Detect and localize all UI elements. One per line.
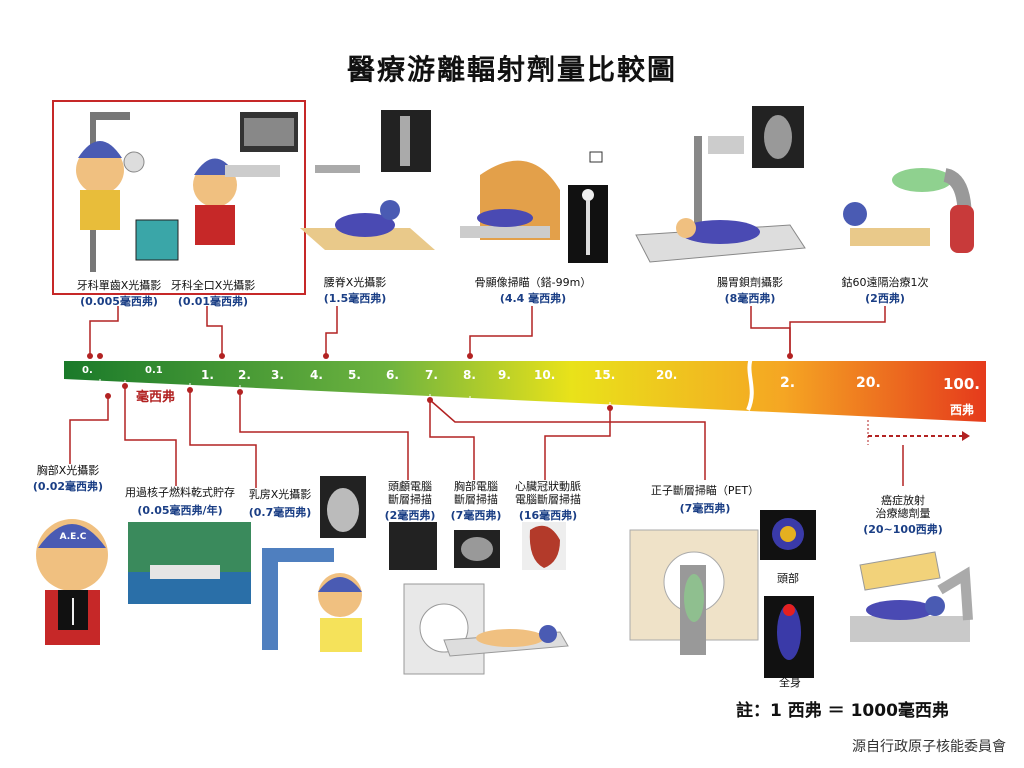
bone-scan-illustration (460, 151, 608, 263)
pet-body-label: 全身 (779, 676, 801, 689)
top-item-dose: (8毫西弗) (724, 292, 776, 305)
scale-tick-0-1: 0.1 (145, 365, 163, 376)
top-connector-dots (87, 353, 793, 359)
dental-xray-illustration (76, 112, 179, 272)
scale-tick-sv-2: 2. (780, 375, 796, 391)
scale-tick-1: 1. (201, 368, 214, 382)
msv-unit-label: 毫西弗 (136, 390, 176, 405)
scale-tick-5: 5. (348, 368, 361, 382)
bottom-item-label: 癌症放射 (881, 494, 925, 507)
source-credit: 源自行政原子核能委員會 (852, 739, 1006, 755)
top-item-label: 鈷60遠隔治療1次 (841, 276, 929, 289)
top-item-label: 腸胃鋇劑攝影 (717, 276, 783, 289)
bottom-item-label: 頭顱電腦 (388, 480, 432, 493)
scale-tick-10: 10. (534, 368, 556, 382)
unit-note: 註：1 西弗 ＝ 1000毫西弗 (736, 701, 949, 721)
scale-tick-6: 6. (386, 368, 399, 382)
scale-tick-8: 8. (463, 368, 476, 382)
scale-tick-0: 0. (82, 365, 93, 376)
bottom-item-label: 乳房X光攝影 (248, 488, 312, 501)
top-item-dose: (0.01毫西弗) (177, 295, 249, 308)
dose-scale-bar (64, 361, 986, 422)
scale-tick-15: 15. (594, 368, 616, 382)
bottom-item-label: 心臟冠狀動脈 (515, 480, 581, 493)
bottom-item-label: 正子斷層掃瞄（PET） (650, 484, 760, 497)
top-connectors (89, 306, 886, 356)
top-item-dose: (4.4 毫西弗) (499, 292, 567, 305)
scale-tick-20: 20. (656, 368, 678, 382)
top-item-label: 牙科全口X光攝影 (170, 279, 256, 292)
top-item-label: 骨顯像掃瞄（鎝-99m） (474, 276, 592, 289)
fuel-storage-photo (128, 522, 251, 604)
chest-xray-mascot (36, 519, 108, 645)
radiotherapy-illustration (850, 551, 973, 642)
dental-highlight-box (52, 100, 306, 295)
bottom-item-dose: (7毫西弗) (450, 509, 502, 522)
bottom-item-dose: (0.05毫西弗/年) (137, 504, 223, 517)
top-item-dose: (0.005毫西弗) (80, 295, 158, 308)
page-title: 醫療游離輻射劑量比較圖 (346, 53, 677, 86)
lumbar-xray-illustration (300, 110, 435, 250)
bottom-item-dose: (20~100西弗) (863, 523, 943, 536)
sv-unit-label: 西弗 (950, 403, 975, 417)
scale-tick-7: 7. (425, 368, 438, 382)
bottom-connectors (69, 386, 706, 488)
pet-scanner-illustration (629, 510, 816, 678)
dental-panoramic-illustration (193, 112, 298, 245)
scale-tick-sv-20: 20. (856, 375, 881, 391)
mammography-illustration (262, 476, 366, 652)
bottom-item-label: 用過核子燃料乾式貯存 (125, 486, 235, 499)
bottom-item-label: 治療總劑量 (875, 507, 931, 520)
bottom-item-label: 電腦斷層掃描 (515, 493, 581, 506)
mascot-badge: A.E.C (59, 532, 87, 542)
top-item-dose: (1.5毫西弗) (323, 292, 387, 305)
ct-scanner-illustration (403, 583, 569, 675)
bottom-item-label: 斷層掃描 (454, 493, 498, 506)
cobalt60-illustration (843, 168, 974, 253)
pet-head-label: 頭部 (777, 572, 799, 585)
gi-barium-illustration (635, 106, 806, 263)
bottom-item-label: 斷層掃描 (388, 493, 432, 506)
scale-tick-9: 9. (498, 368, 511, 382)
scale-tick-4: 4. (310, 368, 323, 382)
top-item-dose: (2西弗) (865, 292, 905, 305)
bottom-connector-dots (105, 383, 613, 411)
bottom-item-label: 胸部X光攝影 (36, 464, 100, 477)
scale-tick-2: 2. (238, 368, 251, 382)
bottom-item-dose: (16毫西弗) (518, 509, 578, 522)
scale-tick-sv-100: 100. (943, 375, 981, 393)
bottom-item-dose: (7毫西弗) (679, 502, 731, 515)
bottom-item-dose: (2毫西弗) (384, 509, 436, 522)
top-item-label: 牙科單齒X光攝影 (76, 279, 162, 292)
scale-break-line (746, 355, 754, 411)
bottom-item-label: 胸部電腦 (454, 480, 498, 493)
ct-scan-thumbnails (389, 522, 566, 570)
bottom-item-dose: (0.7毫西弗) (248, 506, 312, 519)
scale-tick-3: 3. (271, 368, 284, 382)
bottom-item-dose: (0.02毫西弗) (32, 480, 104, 493)
top-item-label: 腰脊X光攝影 (323, 276, 387, 289)
